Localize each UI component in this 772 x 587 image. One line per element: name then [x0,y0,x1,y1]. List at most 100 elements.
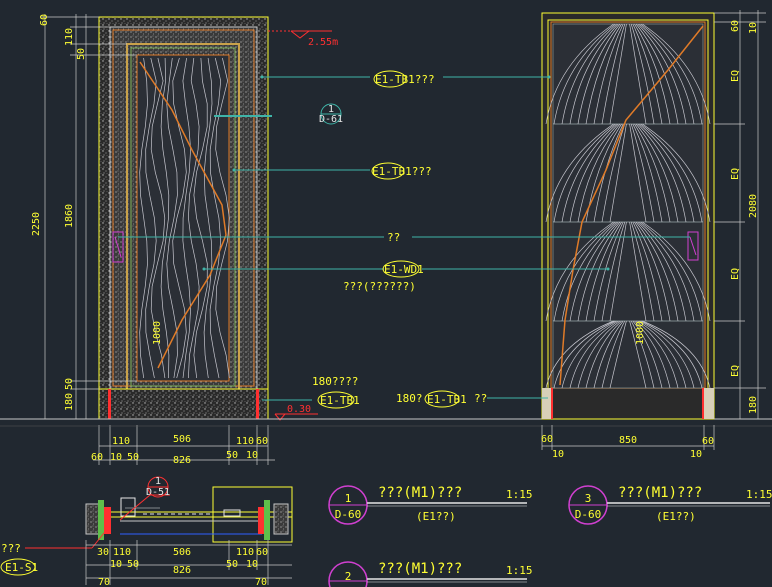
callout-c2: E1-TB1??? [372,165,432,178]
right-frame-inner [547,19,709,420]
tb1-title: ???(M1)??? [378,485,462,501]
right-callout-tail: ?? [474,392,487,405]
left-base-red-l [108,389,111,419]
tb3-sub: (E1??) [656,510,696,523]
vdim-180: 180 [64,393,75,411]
rvdim-10: 10 [748,22,759,34]
vdim-50-bottom: 50 [64,378,75,390]
plan-red-r [258,507,266,534]
plan-frame [212,486,293,543]
rhdim-60-r: 60 [702,436,714,447]
hdim-110-r: 110 [236,436,254,447]
rhdim-10-r: 10 [690,449,702,460]
tb3-ref: D-60 [575,508,602,521]
title-block-3: 3 D-60 ???(M1)??? 1:15 (E1??) [568,485,772,525]
rvdim-60: 60 [730,20,741,32]
tb3-title: ???(M1)??? [618,485,702,501]
right-handle-height: 1000 [635,321,646,345]
right-leaders [412,76,690,399]
right-elevation: 1000 180? E1-TB1 ?? 60 10 EQ EQ [396,10,766,460]
pdim-70-r: 70 [255,577,267,587]
right-door-panel [552,23,704,389]
hdim-826: 826 [173,455,191,466]
title-block-2: 2 ???(M1)??? 1:15 [328,561,533,587]
plan-side-oval [0,558,36,576]
rvdim-eq4: EQ [730,365,741,377]
left-hdim-lines [93,425,275,465]
pdim-60: 60 [256,547,268,558]
left-section-ref: D-61 [319,114,343,125]
hdim-506: 506 [173,434,191,445]
left-elevation: 1 D-61 E1-TB1??? E1-TB1??? ?? E1-WD1 ???… [31,14,435,466]
left-section-num: 1 [328,104,334,115]
rvdim-eq3: EQ [730,268,741,280]
callout-c1: E1-TB1??? [375,73,435,86]
hdim-60-r: 60 [256,436,268,447]
callout-c4-oval [382,260,420,278]
rhdim-850: 850 [619,435,637,446]
rvdim-eq2: EQ [730,168,741,180]
level-top-mark [290,30,311,39]
level-bottom-mark [274,413,286,421]
plan-dim-lines [85,540,292,585]
plan-side-tag: E1-S1 [5,561,38,574]
pdim-10-l: 10 [110,559,122,570]
left-inner-moulding-2 [130,47,236,387]
callout-c1-oval [373,70,407,88]
pdim-70-l: 70 [98,577,110,587]
tb2-num: 2 [345,570,352,583]
left-base [98,388,269,420]
tb3-scale: 1:15 [746,488,772,501]
right-callout-oval [424,390,460,408]
callout-c5: 180???? [312,375,358,388]
plan-marker-num: 1 [155,476,161,487]
left-handle [112,231,124,263]
right-diagonal-grain [559,25,704,386]
plan-wall-l [85,503,101,535]
hdim-110-l: 110 [112,436,130,447]
plan-red-l [103,507,111,534]
plan-marker-ref: D-51 [146,487,170,498]
tb2-scale: 1:15 [506,564,533,577]
vdim-60: 60 [39,14,50,26]
pdim-50-l: 50 [127,559,139,570]
left-handle-height: 1000 [152,321,163,345]
right-wood-grain [545,23,711,389]
tb1-num: 1 [345,492,352,505]
left-base-red-r [256,389,259,419]
vdim-110: 110 [64,28,75,46]
rvdim-eq1: EQ [730,70,741,82]
callout-c5-oval [317,391,355,409]
callout-c5-tag: E1-TB1 [320,394,360,407]
pdim-826: 826 [173,565,191,576]
plan-wall-r [273,503,289,535]
hdim-50-r: 50 [226,450,238,461]
pdim-50-r: 50 [226,559,238,570]
callout-c3: ?? [387,231,400,244]
tb3-num: 3 [585,492,592,505]
right-base-l [542,388,552,419]
title-block-1: 1 D-60 ???(M1)??? 1:15 (E1??) [328,485,533,525]
rhdim-60-l: 60 [541,434,553,445]
tb2-title: ???(M1)??? [378,561,462,577]
callout-c2-oval [371,162,405,180]
right-vdim-lines [714,10,766,420]
right-base-r [704,388,714,419]
hdim-10-l: 10 [110,452,122,463]
right-handle [687,231,699,261]
rhdim-10-l: 10 [552,449,564,460]
plan-section: 1 D-51 ??? E1-S1 30 110 506 110 60 10 50… [0,476,293,587]
rvdim-180: 180 [748,396,759,414]
vdim-total: 2250 [31,212,42,236]
right-callout-tag: E1-TB1 [427,393,467,406]
left-vdim-lines [40,14,137,420]
left-leaders [118,76,384,401]
vdim-door: 1860 [64,204,75,228]
level-bottom: 0.30 [287,404,311,415]
hdim-60-l: 60 [91,452,103,463]
tb1-ref: D-60 [335,508,362,521]
hdim-50-l: 50 [127,452,139,463]
tb1-sub: (E1??) [416,510,456,523]
pdim-110-l: 110 [113,547,131,558]
